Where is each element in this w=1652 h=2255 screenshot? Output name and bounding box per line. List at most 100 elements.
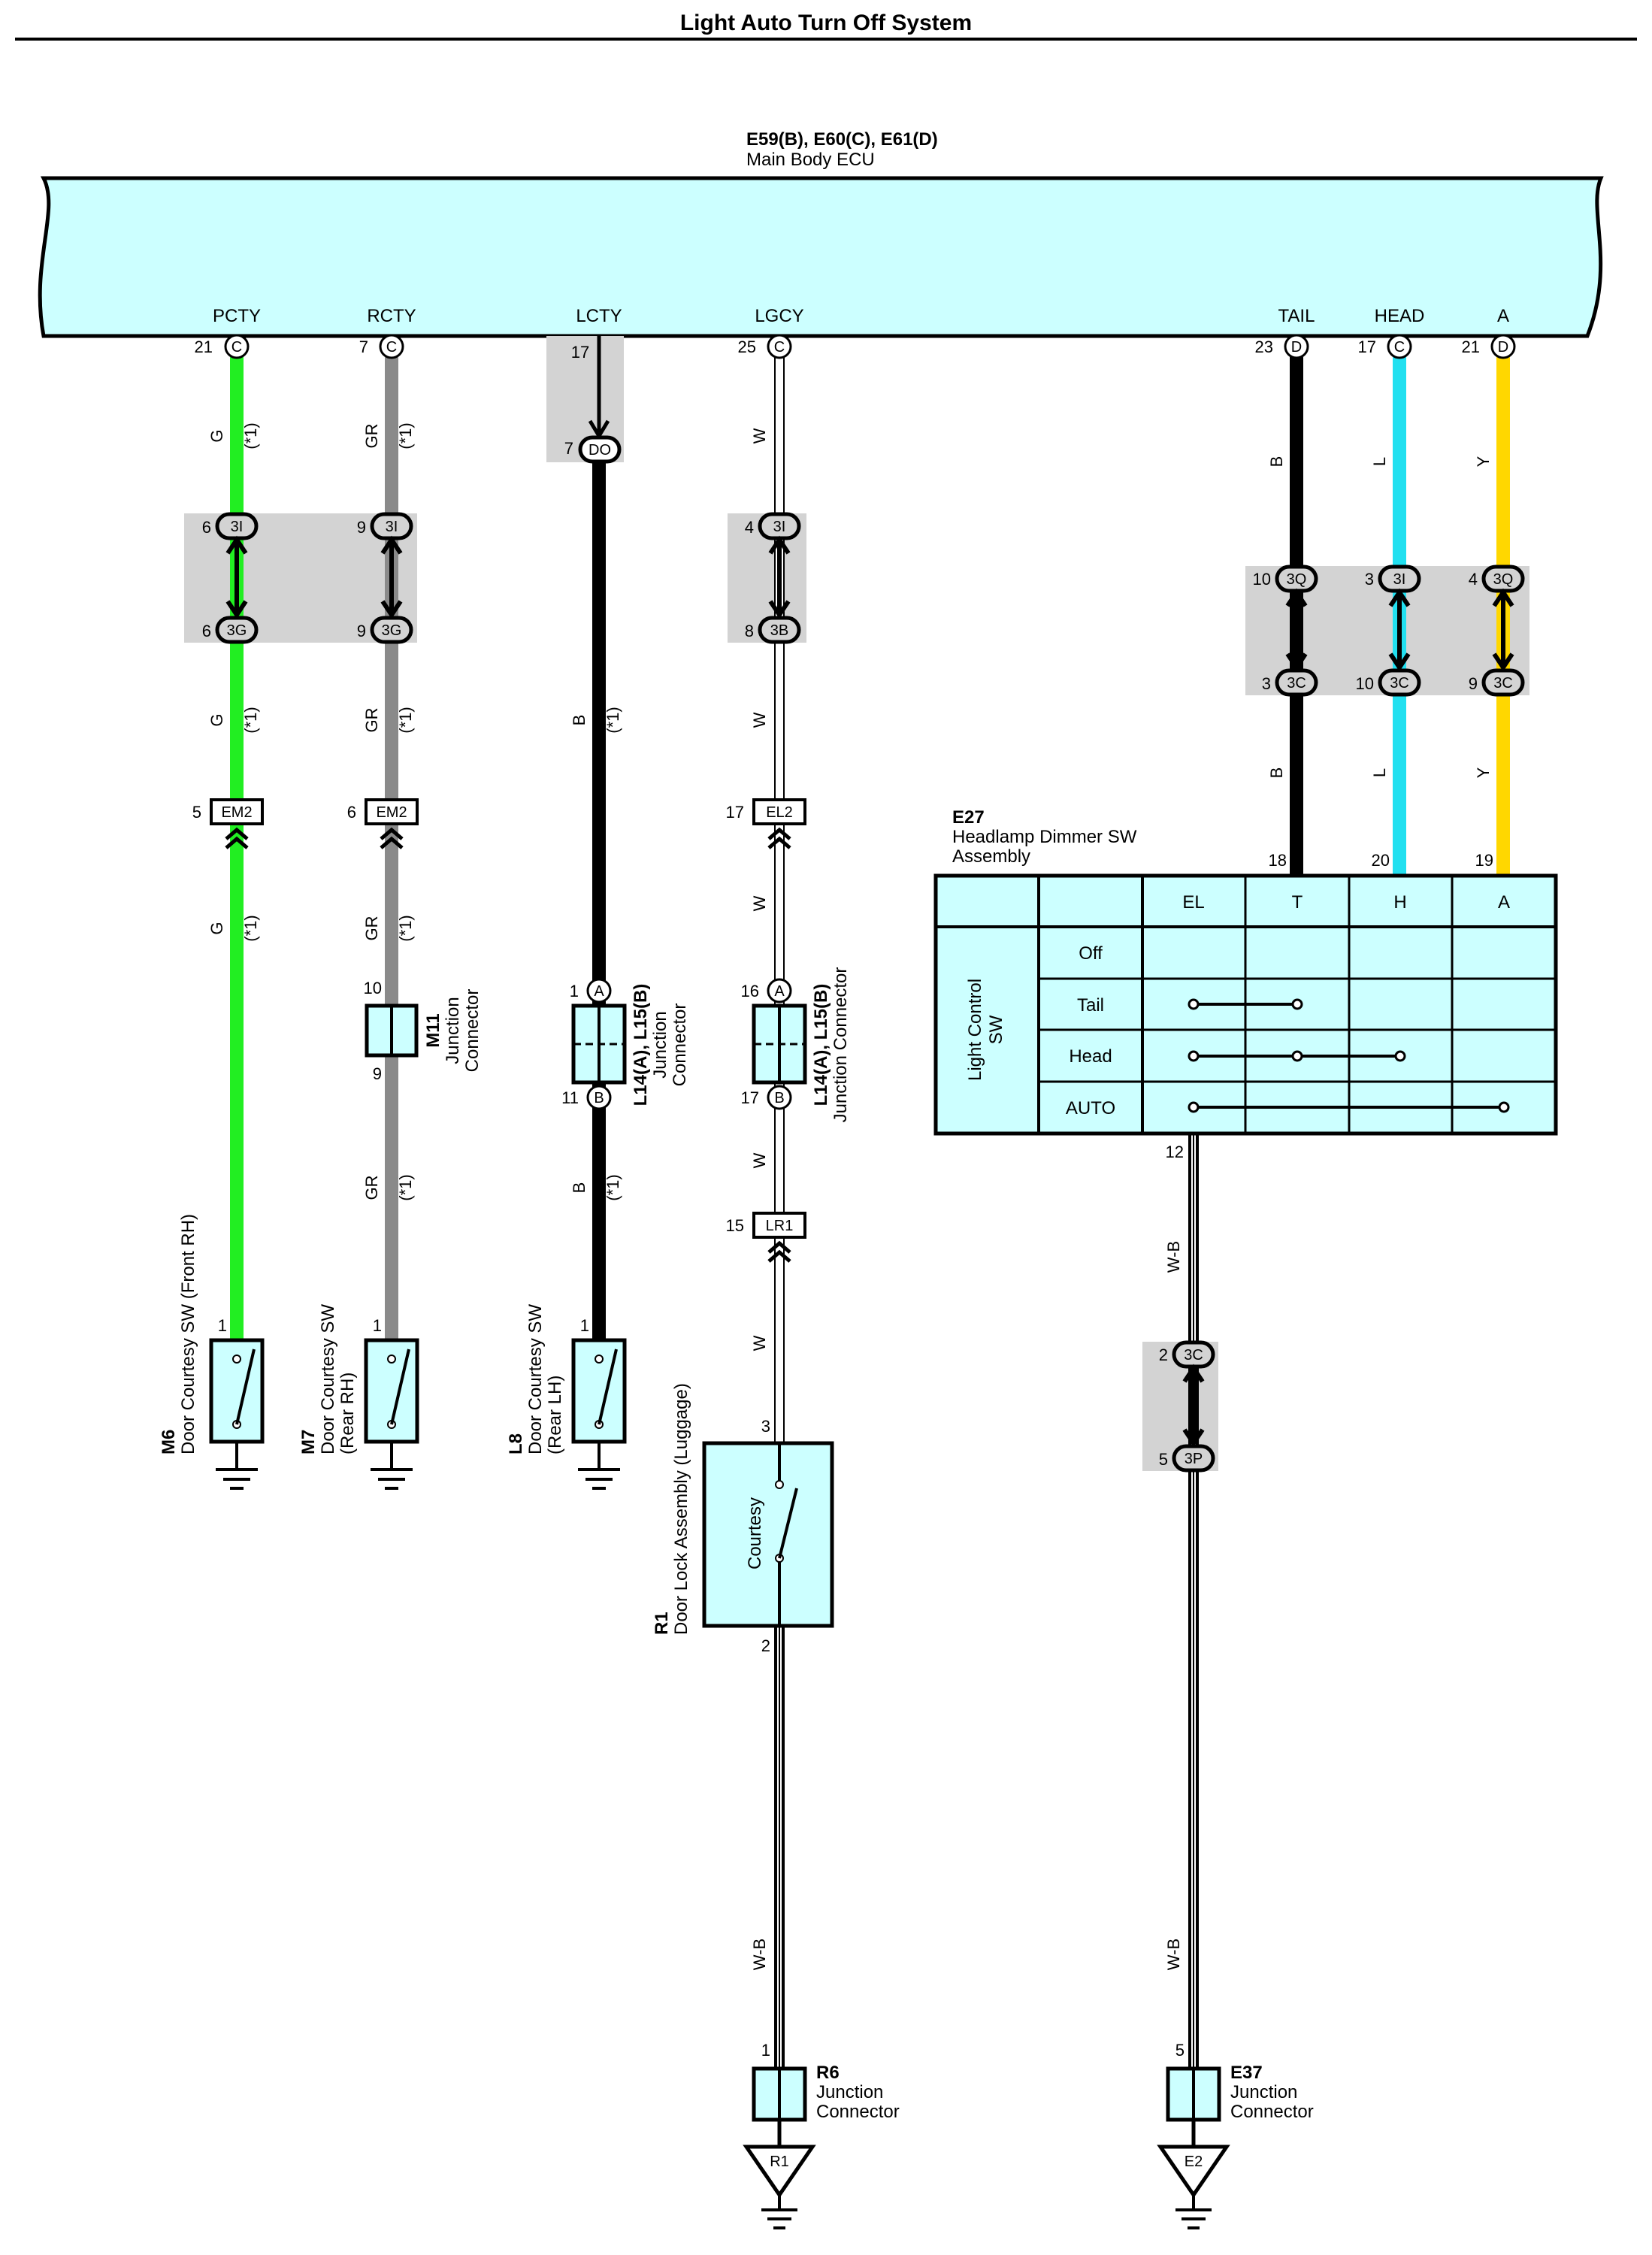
ecu-term-tail: TAIL — [1278, 306, 1315, 326]
diagram-shape — [743, 2145, 816, 2199]
diagram-label: 1 — [218, 1316, 227, 1335]
e27-row-head: Head — [1069, 1046, 1112, 1067]
diagram-label: 8 — [745, 622, 754, 640]
diagram-label: 6 — [202, 622, 211, 640]
diagram-shape — [365, 798, 419, 825]
diagram-label: 23 — [1255, 337, 1273, 356]
diagram-label: 2 — [761, 1636, 770, 1655]
ecu-pin-a: 21 D — [1462, 334, 1516, 359]
diagram-shape — [758, 616, 801, 644]
diagram-label: C — [774, 339, 785, 356]
diagram-label: E2 — [1185, 2154, 1203, 2170]
diagram-label: (Rear LH) — [545, 1376, 565, 1454]
ecu-term-rcty: RCTY — [367, 306, 416, 326]
diagram-shape — [380, 535, 403, 619]
diagram-label: G — [207, 922, 226, 934]
diagram-label: 3I — [231, 519, 244, 535]
diagram-label: R1 — [770, 2154, 789, 2170]
diagram-label: E37 — [1230, 2063, 1263, 2083]
diagram-shape — [1182, 1364, 1205, 1448]
diagram-label: B — [1267, 456, 1286, 468]
diagram-shape — [1490, 334, 1516, 359]
diagram-label: 11 — [561, 1088, 579, 1107]
ecu-pin-rcty: 7 C — [359, 334, 404, 359]
diagram-label: 3C — [1287, 675, 1306, 692]
diagram-label: M6 — [159, 1430, 179, 1454]
diagram-label: Junction — [816, 2082, 883, 2102]
inline-connector-lr1: 15 LR1 — [726, 1212, 806, 1263]
ecu-term-pcty: PCTY — [213, 306, 261, 326]
ecu-ids: E59(B), E60(C), E61(D) — [746, 129, 938, 150]
diagram-label: 3I — [386, 519, 398, 535]
diagram-label: Junction — [650, 1011, 670, 1078]
diagram-label: 2 — [1159, 1345, 1168, 1364]
diagram-label: Junction — [1230, 2082, 1297, 2102]
diagram-label: 3 — [1365, 570, 1374, 589]
diagram-label: 1 — [580, 1316, 589, 1335]
m11-junction-connector: 10 9 M11 Junction Connector — [364, 979, 483, 1083]
diagram-shape — [752, 1212, 806, 1239]
diagram-label: GR — [362, 916, 381, 941]
diagram-label: 5 — [1159, 1450, 1168, 1469]
diagram-label: (*1) — [396, 1174, 415, 1200]
diagram-label: 17 — [1358, 337, 1376, 356]
diagram-label: Courtesy — [745, 1497, 765, 1569]
ecu-term-lgcy: LGCY — [755, 306, 803, 326]
diagram-label: LR1 — [766, 1218, 794, 1234]
diagram-shape — [598, 1348, 618, 1425]
diagram-label: 1 — [373, 1316, 382, 1335]
diagram-shape — [1188, 1050, 1200, 1062]
diagram-label: 1 — [570, 982, 579, 1000]
diagram-label: GR — [362, 1176, 381, 1200]
ecu-pin-tail: 23 D — [1255, 334, 1309, 359]
diagram-label: B — [774, 1090, 784, 1106]
diagram-shape — [778, 1488, 798, 1559]
diagram-label: 9 — [357, 622, 366, 640]
diagram-label: D — [1498, 339, 1508, 356]
diagram-label: G — [207, 713, 226, 726]
diagram-label: (*1) — [241, 707, 260, 733]
diagram-shape — [1188, 998, 1200, 1010]
ecu-terminals: PCTY RCTY LCTY LGCY TAIL HEAD A — [213, 306, 1509, 326]
diagram-shape — [225, 827, 249, 849]
diagram-shape — [767, 1085, 792, 1110]
diagram-label: 3 — [1262, 674, 1271, 693]
diagram-label: 5 — [192, 803, 201, 822]
diagram-shape — [380, 827, 404, 849]
diagram-shape — [224, 334, 250, 359]
diagram-shape — [1291, 998, 1303, 1010]
inline-connector-em2-rcty: 6 EM2 — [347, 798, 419, 849]
diagram-label: (*1) — [241, 422, 260, 449]
diagram-shape — [1275, 668, 1318, 697]
diagram-label: R1 — [652, 1612, 672, 1635]
junction-rcty: 9 3I 9 3G — [357, 512, 413, 644]
diagram-shape — [387, 1355, 396, 1364]
lcty-do-connector — [578, 435, 622, 464]
diagram-label: 21 — [1462, 337, 1480, 356]
diagram-shape — [1498, 1101, 1510, 1113]
diagram-label: (*1) — [396, 707, 415, 733]
diagram-shape — [1172, 1444, 1215, 1473]
diagram-label: M7 — [298, 1430, 319, 1454]
diagram-label: (*1) — [396, 915, 415, 941]
junction-lgcy: 4 3I 8 3B — [745, 512, 801, 644]
wire-labels: G (*1) G (*1) G (*1) GR (*1) GR (*1) GR … — [207, 422, 1493, 1970]
diagram-shape — [586, 978, 612, 1003]
diagram-shape — [370, 616, 413, 644]
diagram-label: 6 — [202, 518, 211, 537]
diagram-label: B — [1267, 767, 1286, 779]
diagram-label: R6 — [816, 2063, 840, 2083]
diagram-shape — [1388, 588, 1411, 672]
diagram-shape — [1492, 588, 1514, 672]
diagram-shape — [210, 798, 264, 825]
diagram-label: (*1) — [396, 422, 415, 449]
diagram-label: 17 — [741, 1088, 759, 1107]
diagram-label: Door Courtesy SW — [318, 1304, 338, 1454]
diagram-label: 1 — [761, 2041, 770, 2060]
diagram-label: 3I — [773, 519, 786, 535]
diagram-label: D — [1291, 339, 1302, 356]
diagram-shape — [379, 334, 404, 359]
diagram-label: (Rear RH) — [337, 1373, 358, 1454]
diagram-shape — [775, 1480, 784, 1489]
diagram-label: W — [750, 712, 769, 728]
